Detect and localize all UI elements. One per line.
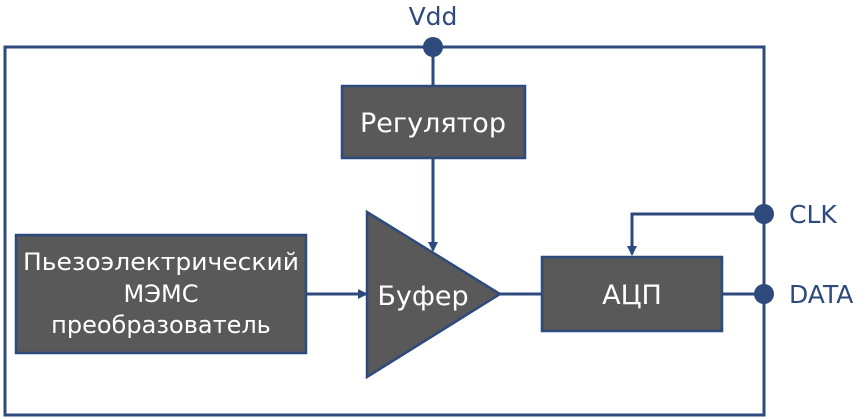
vdd-pin <box>423 37 443 57</box>
package-outline <box>3 45 766 417</box>
vdd-label: Vdd <box>409 2 458 31</box>
buffer-label: Буфер <box>377 281 468 312</box>
buffer-triangle <box>365 209 503 380</box>
adc-block <box>540 255 724 333</box>
data-pin <box>754 284 774 304</box>
regulator-block <box>340 84 527 160</box>
clk-pin <box>754 204 774 224</box>
mems-label-line-1: Пьезоэлектрический <box>23 248 299 276</box>
clk-to-adc-wire <box>627 212 764 256</box>
data-label: DATA <box>789 280 853 309</box>
regulator-label: Регулятор <box>360 108 506 139</box>
mems-label-line-2: МЭМС <box>124 280 199 308</box>
adc-label: АЦП <box>602 280 662 311</box>
clk-label: CLK <box>789 200 837 229</box>
mems-label-line-3: преобразователь <box>51 311 271 339</box>
mems-transducer-block <box>14 233 308 355</box>
